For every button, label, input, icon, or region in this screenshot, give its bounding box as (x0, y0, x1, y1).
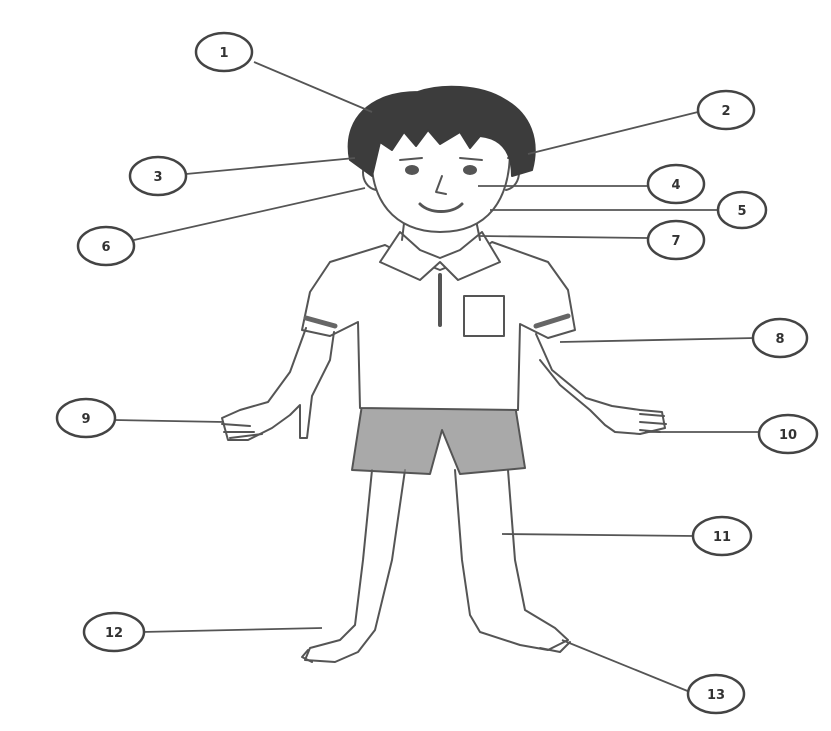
leader-lines (113, 61, 760, 693)
left-sleeve-band (303, 315, 338, 329)
callout-number: 5 (737, 204, 746, 219)
left-eye (405, 165, 419, 175)
shirt-pocket (463, 295, 505, 337)
right-sleeve-band (533, 313, 571, 329)
hair (347, 85, 536, 177)
leader-line-1 (253, 61, 373, 113)
callouts: 1 2 3 4 5 6 7 8 (55, 31, 819, 715)
callout-number: 13 (707, 688, 725, 703)
shirt-collar (379, 231, 501, 281)
leader-line-13 (561, 639, 691, 693)
shorts (351, 404, 526, 475)
mouth (418, 202, 464, 213)
callout-number: 4 (671, 178, 680, 193)
leader-line-12 (141, 627, 323, 633)
callout-12: 12 (82, 611, 146, 653)
callout-number: 11 (713, 530, 731, 545)
callout-9: 9 (55, 397, 117, 439)
callout-number: 12 (105, 626, 123, 641)
leader-line-8 (559, 337, 756, 343)
leader-line-6 (133, 187, 366, 241)
left-arm (221, 327, 335, 441)
leader-line-11 (501, 533, 696, 537)
nose (435, 175, 447, 195)
callout-number: 1 (219, 46, 228, 61)
callout-7: 7 (646, 219, 706, 261)
callout-number: 6 (101, 240, 110, 255)
callout-number: 9 (81, 412, 90, 427)
callout-1: 1 (194, 31, 254, 73)
left-leg (304, 469, 406, 663)
callout-5: 5 (716, 190, 768, 230)
leader-line-3 (185, 157, 356, 175)
callout-8: 8 (751, 317, 809, 359)
callout-11: 11 (691, 515, 753, 557)
right-foot (539, 641, 571, 653)
callout-number: 2 (721, 104, 730, 119)
callout-number: 10 (779, 428, 797, 443)
callout-number: 7 (671, 234, 680, 249)
callout-2: 2 (696, 89, 756, 131)
leader-line-7 (479, 235, 649, 239)
callout-4: 4 (646, 163, 706, 205)
left-foot (301, 649, 313, 663)
leader-line-2 (527, 111, 699, 155)
callout-13: 13 (686, 673, 746, 715)
right-arm (535, 333, 666, 435)
callout-6: 6 (76, 225, 136, 267)
callout-number: 3 (153, 170, 162, 185)
callout-3: 3 (128, 155, 188, 197)
right-eye (463, 165, 477, 175)
boy-illustration (221, 85, 667, 663)
left-hand-fingers (221, 423, 263, 439)
right-eyebrow (459, 157, 483, 161)
right-leg (454, 469, 569, 651)
left-eyebrow (399, 157, 423, 161)
callout-10: 10 (757, 413, 819, 455)
callout-number: 8 (775, 332, 784, 347)
leader-line-9 (113, 419, 225, 423)
